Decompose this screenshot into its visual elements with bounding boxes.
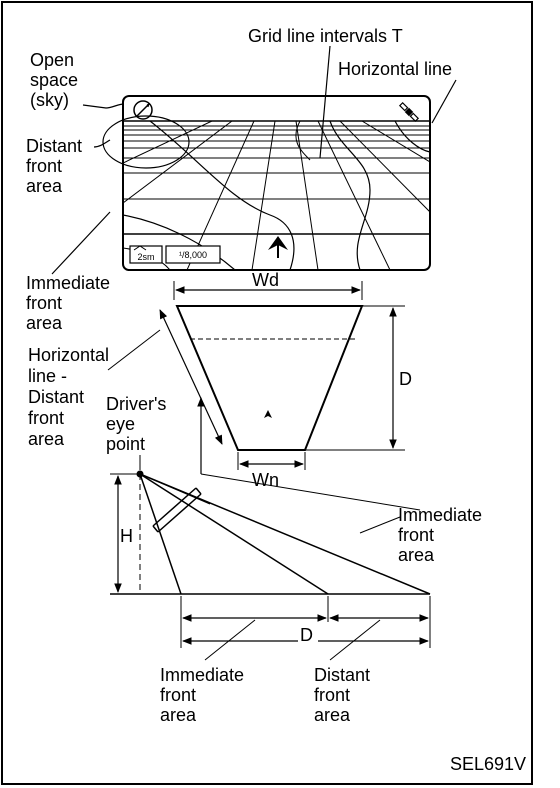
scale-icon: 2sm: [129, 245, 163, 264]
svg-text:front: front: [398, 525, 434, 545]
label-drivers-eye-point: Driver's eye point: [106, 394, 166, 454]
svg-text:area: area: [28, 429, 65, 449]
label-d-top: D: [399, 369, 412, 389]
svg-text:area: area: [26, 176, 63, 196]
label-horizontal-line: Horizontal line: [338, 59, 452, 79]
vehicle-arrow-icon: [268, 236, 288, 250]
svg-text:space: space: [30, 70, 78, 90]
svg-text:Driver's: Driver's: [106, 394, 166, 414]
svg-text:point: point: [106, 434, 145, 454]
label-wn: Wn: [252, 470, 279, 490]
map-scale-indicator: ¹/8,000: [165, 245, 221, 264]
label-open-space: Open space (sky): [30, 50, 78, 110]
screen-display: 2sm ¹/8,000: [122, 95, 431, 271]
label-distant-front-area: Distant front area: [26, 136, 82, 196]
svg-text:Immediate: Immediate: [398, 505, 482, 525]
svg-text:front: front: [26, 156, 62, 176]
svg-text:Distant: Distant: [26, 136, 82, 156]
label-immediate-front-area-right: Immediate front area: [398, 505, 482, 565]
svg-text:Distant: Distant: [314, 665, 370, 685]
figure-code: SEL691V: [450, 754, 526, 774]
svg-text:area: area: [26, 313, 63, 333]
figure-border: [1, 1, 533, 785]
compass-icon: [133, 100, 153, 120]
svg-text:front: front: [160, 685, 196, 705]
label-h: H: [120, 526, 133, 546]
scale-icon-label: 2sm: [137, 252, 154, 262]
plan-view-trapezoid: [107, 281, 421, 511]
svg-text:area: area: [160, 705, 197, 725]
svg-text:Open: Open: [30, 50, 74, 70]
vehicle-position-icon: [264, 410, 272, 418]
side-view-diagram: [110, 455, 431, 661]
svg-text:area: area: [398, 545, 435, 565]
gps-satellite-icon: [398, 101, 420, 123]
svg-text:line -: line -: [28, 366, 67, 386]
label-grid-line-intervals: Grid line intervals T: [248, 26, 403, 46]
svg-text:Distant: Distant: [28, 387, 84, 407]
label-distant-front-area-bottom: Distant front area: [314, 665, 370, 725]
svg-text:Horizontal: Horizontal: [28, 345, 109, 365]
svg-text:eye: eye: [106, 414, 135, 434]
label-immediate-front-area-bottom: Immediate front area: [160, 665, 244, 725]
svg-text:Immediate: Immediate: [160, 665, 244, 685]
svg-text:area: area: [314, 705, 351, 725]
label-immediate-front-area-top: Immediate front area: [26, 273, 110, 333]
map-scale-value: ¹/8,000: [179, 250, 207, 260]
top-callouts: [51, 45, 457, 275]
svg-text:front: front: [28, 408, 64, 428]
label-wd: Wd: [252, 270, 279, 290]
label-d-bottom: D: [300, 625, 313, 645]
svg-text:Immediate: Immediate: [26, 273, 110, 293]
svg-text:front: front: [26, 293, 62, 313]
svg-text:(sky): (sky): [30, 90, 69, 110]
label-horizontal-distant: Horizontal line - Distant front area: [28, 345, 109, 449]
svg-text:front: front: [314, 685, 350, 705]
